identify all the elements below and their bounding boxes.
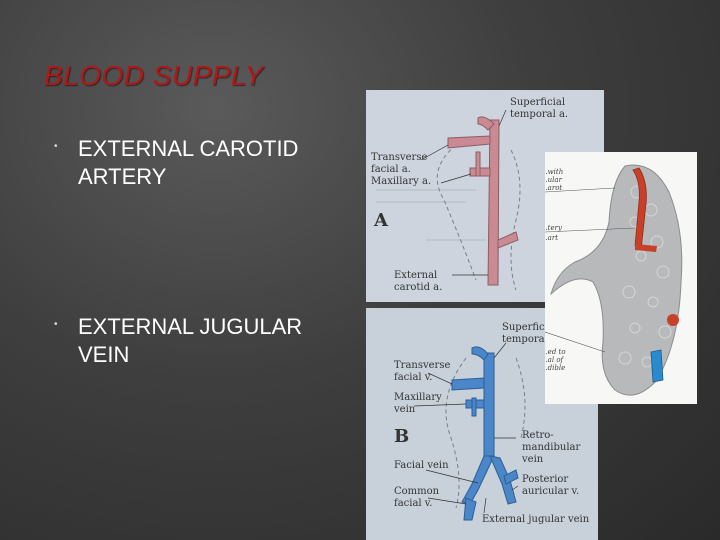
parotid-gland-figure: ...with ...ular ...arot ...tery ...art .… [545,152,697,404]
bullet-marker: • [54,141,58,152]
svg-text:...tery: ...tery [545,224,563,232]
label-common-facial-v: Common [394,486,440,497]
panel-letter-b: B [394,426,409,447]
svg-text:facial a.: facial a. [371,164,411,175]
svg-text:temporal v.: temporal v. [502,334,559,345]
label-transverse-facial-v: Transverse [394,360,450,371]
bullet-item: • EXTERNAL CAROTID ARTERY [54,135,358,191]
label-superficial-temporal-a: Superficial [510,97,565,108]
svg-text:...ed to: ...ed to [545,348,566,356]
svg-text:vein: vein [521,454,544,465]
label-maxillary-a: Maxillary a. [371,176,431,187]
svg-text:carotid a.: carotid a. [394,282,442,293]
external-jugular-figure: Superficial temporal v. Transverse facia… [366,308,598,540]
svg-text:...ular: ...ular [545,176,563,184]
label-posterior-auricular-v: Posterior [522,474,568,485]
bullet-marker: • [54,319,58,330]
label-maxillary-vein: Maxillary [394,392,442,403]
bullet-item: • EXTERNAL JUGULAR VEIN [54,313,358,369]
svg-text:temporal a.: temporal a. [510,109,568,120]
label-external-jugular-vein: External jugular vein [482,514,590,525]
svg-text:mandibular: mandibular [522,442,580,453]
bullet-text: EXTERNAL CAROTID ARTERY [78,136,299,189]
svg-text:vein: vein [393,404,416,415]
label-facial-vein: Facial vein [394,460,449,471]
label-superficial-temporal-v: Superficial [502,322,557,333]
svg-text:auricular v.: auricular v. [522,486,579,497]
svg-text:...al of: ...al of [545,356,565,364]
slide-title: BLOOD SUPPLY [44,60,264,91]
svg-text:...with: ...with [545,168,563,176]
bullet-text: EXTERNAL JUGULAR VEIN [78,314,303,367]
gland-illustration: ...with ...ular ...arot ...tery ...art .… [545,152,697,404]
svg-text:...arot: ...arot [545,184,562,192]
vein-diagram: Superficial temporal v. Transverse facia… [366,308,598,540]
panel-letter-a: A [373,210,389,231]
label-external-carotid-a: External [394,270,437,281]
svg-text:facial v.: facial v. [394,498,432,509]
svg-text:...dible: ...dible [545,364,565,372]
label-retromandibular-vein: Retro- [522,430,554,441]
svg-text:...art: ...art [545,234,558,242]
label-transverse-facial-a: Transverse [371,152,427,163]
svg-text:facial v.: facial v. [394,372,432,383]
